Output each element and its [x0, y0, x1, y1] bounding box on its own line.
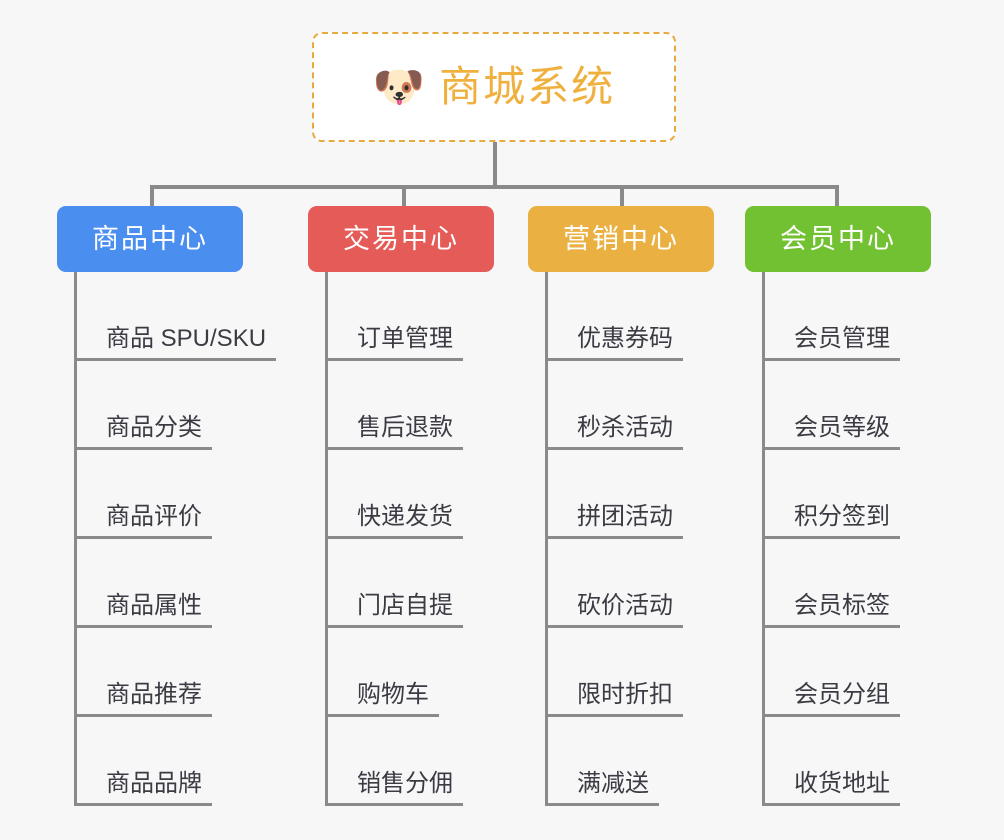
connector-root-stem — [493, 142, 497, 187]
leaf-item[interactable]: 销售分佣 — [325, 717, 528, 806]
root-title: 商城系统 — [439, 63, 616, 110]
leaf-item-label: 满减送 — [577, 769, 649, 797]
connector-horizontal-bar — [150, 185, 839, 189]
leaf-group: 商品 SPU/SKU 商品分类商品评价商品属性商品推荐商品品牌 — [74, 272, 277, 806]
branch-column: 营销中心优惠券码秒杀活动拼团活动砍价活动限时折扣满减送 — [528, 206, 748, 806]
leaf-item-underline: 秒杀活动 — [545, 413, 683, 450]
branch-header-4[interactable]: 会员中心 — [745, 206, 931, 272]
branch-header-1[interactable]: 商品中心 — [57, 206, 243, 272]
leaf-item[interactable]: 会员标签 — [762, 539, 965, 628]
leaf-item-underline: 购物车 — [325, 680, 439, 717]
leaf-item-label: 秒杀活动 — [577, 413, 673, 441]
leaf-item[interactable]: 商品属性 — [74, 539, 277, 628]
leaf-item-underline: 商品评价 — [74, 502, 212, 539]
leaf-item-label: 订单管理 — [357, 324, 453, 352]
leaf-item-underline: 快递发货 — [325, 502, 463, 539]
leaf-item[interactable]: 拼团活动 — [545, 450, 748, 539]
leaf-item-underline: 商品推荐 — [74, 680, 212, 717]
branch-column: 交易中心订单管理售后退款快递发货门店自提购物车销售分佣 — [308, 206, 528, 806]
connector-drop-1 — [150, 185, 154, 207]
leaf-item[interactable]: 限时折扣 — [545, 628, 748, 717]
leaf-item-label: 会员标签 — [794, 591, 890, 619]
branch-header-3[interactable]: 营销中心 — [528, 206, 714, 272]
leaf-item-underline: 满减送 — [545, 769, 659, 806]
branch-header-2[interactable]: 交易中心 — [308, 206, 494, 272]
leaf-item-label: 商品 SPU/SKU — [106, 324, 267, 352]
leaf-group: 订单管理售后退款快递发货门店自提购物车销售分佣 — [325, 272, 528, 806]
branch-header-label: 交易中心 — [343, 223, 459, 254]
leaf-item-label: 会员等级 — [794, 413, 890, 441]
branch-column: 商品中心商品 SPU/SKU 商品分类商品评价商品属性商品推荐商品品牌 — [57, 206, 277, 806]
leaf-item-underline: 拼团活动 — [545, 502, 683, 539]
leaf-item-label: 商品属性 — [106, 591, 202, 619]
leaf-item-underline: 商品分类 — [74, 413, 212, 450]
branch-header-label: 营销中心 — [563, 223, 679, 254]
leaf-item-label: 积分签到 — [794, 502, 890, 530]
leaf-item-label: 优惠券码 — [577, 324, 673, 352]
leaf-item[interactable]: 砍价活动 — [545, 539, 748, 628]
leaf-item-underline: 售后退款 — [325, 413, 463, 450]
leaf-item[interactable]: 购物车 — [325, 628, 528, 717]
branch-columns: 商品中心商品 SPU/SKU 商品分类商品评价商品属性商品推荐商品品牌 交易中心订单… — [0, 206, 1004, 840]
leaf-item-underline: 会员等级 — [762, 413, 900, 450]
leaf-item-underline: 积分签到 — [762, 502, 900, 539]
branch-header-label: 会员中心 — [780, 223, 896, 254]
leaf-item[interactable]: 门店自提 — [325, 539, 528, 628]
leaf-item-label: 商品评价 — [106, 502, 202, 530]
connector-drop-2 — [402, 185, 406, 207]
leaf-group: 会员管理会员等级积分签到会员标签会员分组收货地址 — [762, 272, 965, 806]
connector-drop-3 — [620, 185, 624, 207]
root-node[interactable]: 🐶 商城系统 — [312, 32, 676, 142]
leaf-item[interactable]: 商品品牌 — [74, 717, 277, 806]
branch-column: 会员中心会员管理会员等级积分签到会员标签会员分组收货地址 — [745, 206, 965, 806]
leaf-item-underline: 砍价活动 — [545, 591, 683, 628]
leaf-item[interactable]: 积分签到 — [762, 450, 965, 539]
leaf-item-label: 商品品牌 — [106, 769, 202, 797]
leaf-item[interactable]: 快递发货 — [325, 450, 528, 539]
leaf-item-underline: 销售分佣 — [325, 769, 463, 806]
leaf-item-underline: 会员分组 — [762, 680, 900, 717]
leaf-item-underline: 优惠券码 — [545, 324, 683, 361]
shiba-dog-emoji-icon: 🐶 — [372, 63, 426, 110]
leaf-item-label: 购物车 — [357, 680, 429, 708]
leaf-item-label: 商品推荐 — [106, 680, 202, 708]
leaf-item-label: 商品分类 — [106, 413, 202, 441]
leaf-item[interactable]: 秒杀活动 — [545, 361, 748, 450]
leaf-item-underline: 收货地址 — [762, 769, 900, 806]
leaf-item[interactable]: 优惠券码 — [545, 272, 748, 361]
leaf-item-underline: 订单管理 — [325, 324, 463, 361]
leaf-item[interactable]: 收货地址 — [762, 717, 965, 806]
leaf-item-label: 收货地址 — [794, 769, 890, 797]
leaf-item-label: 拼团活动 — [577, 502, 673, 530]
leaf-item-underline: 商品品牌 — [74, 769, 212, 806]
leaf-item-label: 限时折扣 — [577, 680, 673, 708]
connector-drop-4 — [835, 185, 839, 207]
leaf-item-label: 会员分组 — [794, 680, 890, 708]
leaf-item[interactable]: 会员分组 — [762, 628, 965, 717]
branch-header-label: 商品中心 — [92, 223, 208, 254]
leaf-item[interactable]: 满减送 — [545, 717, 748, 806]
leaf-item-label: 销售分佣 — [357, 769, 453, 797]
leaf-item-label: 砍价活动 — [577, 591, 673, 619]
leaf-item[interactable]: 商品评价 — [74, 450, 277, 539]
leaf-item-label: 会员管理 — [794, 324, 890, 352]
leaf-item[interactable]: 会员管理 — [762, 272, 965, 361]
leaf-item[interactable]: 会员等级 — [762, 361, 965, 450]
leaf-group: 优惠券码秒杀活动拼团活动砍价活动限时折扣满减送 — [545, 272, 748, 806]
leaf-item-underline: 门店自提 — [325, 591, 463, 628]
leaf-item-underline: 会员管理 — [762, 324, 900, 361]
leaf-item[interactable]: 售后退款 — [325, 361, 528, 450]
leaf-item-underline: 商品 SPU/SKU — [74, 324, 277, 361]
leaf-item-label: 门店自提 — [357, 591, 453, 619]
leaf-item-underline: 商品属性 — [74, 591, 212, 628]
leaf-item[interactable]: 商品 SPU/SKU — [74, 272, 277, 361]
leaf-item-underline: 限时折扣 — [545, 680, 683, 717]
leaf-item[interactable]: 订单管理 — [325, 272, 528, 361]
leaf-item[interactable]: 商品分类 — [74, 361, 277, 450]
leaf-item-label: 快递发货 — [357, 502, 453, 530]
leaf-item-underline: 会员标签 — [762, 591, 900, 628]
leaf-item-label: 售后退款 — [357, 413, 453, 441]
leaf-item[interactable]: 商品推荐 — [74, 628, 277, 717]
